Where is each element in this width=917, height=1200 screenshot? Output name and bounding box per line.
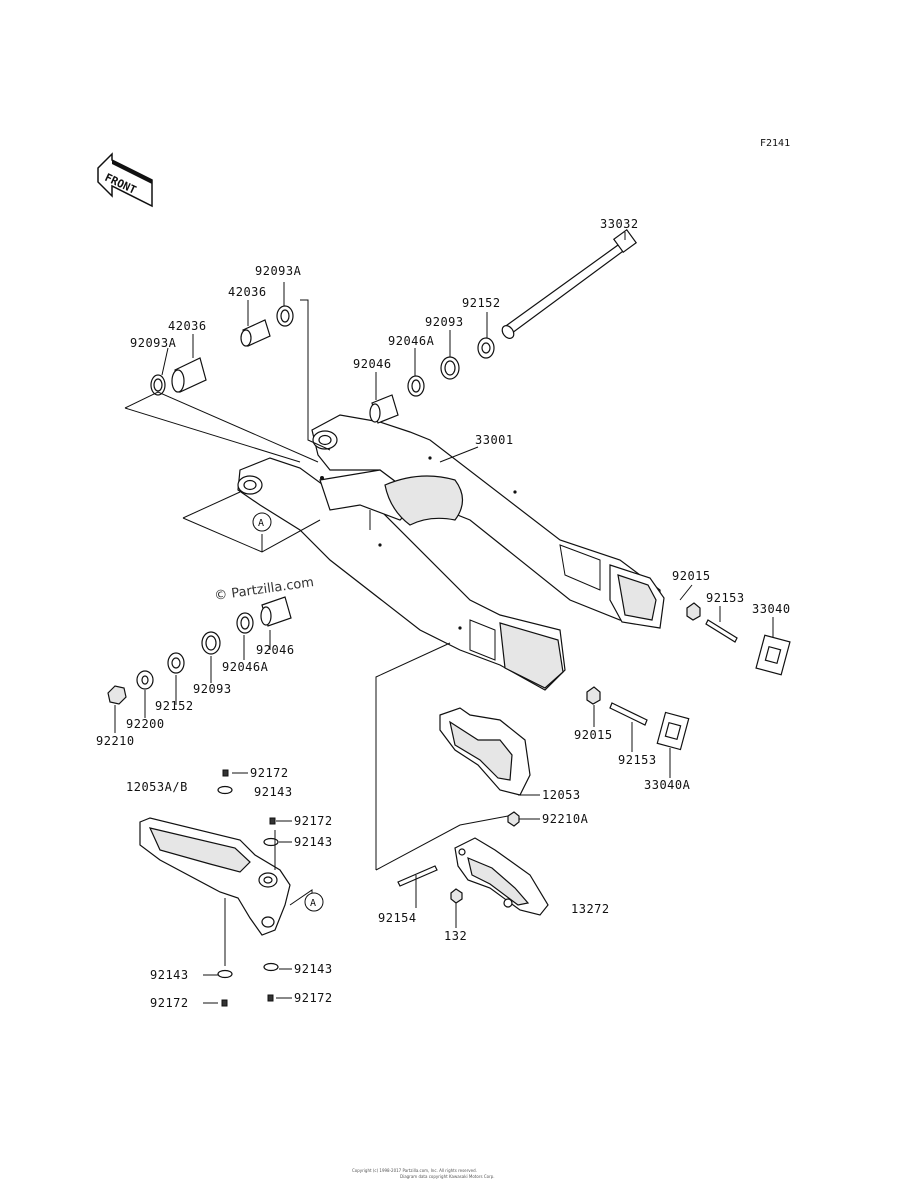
label-92143-4: 92143 <box>294 962 333 976</box>
label-92046A-left: 92046A <box>222 660 269 674</box>
label-92152-top: 92152 <box>462 296 501 310</box>
label-92143-3: 92143 <box>150 968 189 982</box>
label-92172-1: 92172 <box>250 766 289 780</box>
label-33040A: 33040A <box>644 778 691 792</box>
chain-guide-lower <box>397 811 549 916</box>
label-42036-mid: 42036 <box>168 319 207 333</box>
label-132: 132 <box>444 929 467 943</box>
label-33001: 33001 <box>475 433 514 447</box>
upper-bearing-parts <box>150 305 495 424</box>
ref-marker-a-text: A <box>258 518 264 529</box>
label-92172-3: 92172 <box>150 996 189 1010</box>
chain-adjuster-parts <box>586 602 791 751</box>
label-92143-1: 92143 <box>254 785 293 799</box>
label-92046A-top: 92046A <box>388 334 435 348</box>
footer-line-2: Diagram data copyright Kawasaki Motors C… <box>400 1174 495 1179</box>
swingarm-body <box>237 414 665 691</box>
label-92200: 92200 <box>126 717 165 731</box>
label-92210: 92210 <box>96 734 135 748</box>
chain-guide <box>439 707 531 796</box>
label-12053: 12053 <box>542 788 581 802</box>
label-92093-left: 92093 <box>193 682 232 696</box>
chain-slider <box>139 769 291 1007</box>
leader-lines <box>114 232 774 1004</box>
part-labels: 33032 92093A 42036 42036 92093A 92152 92… <box>96 217 791 1010</box>
label-92015-right: 92015 <box>672 569 711 583</box>
label-92143-2: 92143 <box>294 835 333 849</box>
label-33032: 33032 <box>600 217 639 231</box>
label-92093-top: 92093 <box>425 315 464 329</box>
label-92172-4: 92172 <box>294 991 333 1005</box>
figure-code: F2141 <box>760 138 790 149</box>
ref-marker-a-bottom: A <box>304 892 324 912</box>
label-92046-top: 92046 <box>353 357 392 371</box>
front-arrow-icon: FRONT <box>97 152 153 208</box>
footer-line-1: Copyright (c) 1998-2017 Partzilla.com, I… <box>352 1168 477 1173</box>
label-12053AB: 12053A/B <box>126 780 188 794</box>
label-33040: 33040 <box>752 602 791 616</box>
watermark: © Partzilla.com <box>213 575 314 604</box>
label-13272: 13272 <box>571 902 610 916</box>
label-92015-bottom: 92015 <box>574 728 613 742</box>
label-92046-left: 92046 <box>256 643 295 657</box>
label-92153-bottom: 92153 <box>618 753 657 767</box>
label-92210A: 92210A <box>542 812 589 826</box>
label-92093A-top: 92093A <box>255 264 302 278</box>
label-92152-left: 92152 <box>155 699 194 713</box>
ref-marker-a-text-2: A <box>310 898 316 909</box>
label-92093A-left: 92093A <box>130 336 177 350</box>
label-42036-top: 42036 <box>228 285 267 299</box>
label-92153-right: 92153 <box>706 591 745 605</box>
ref-marker-a-top: A <box>252 512 272 532</box>
lower-bearing-parts <box>107 596 292 705</box>
pivot-shaft <box>501 228 638 339</box>
label-92154: 92154 <box>378 911 417 925</box>
label-92172-2: 92172 <box>294 814 333 828</box>
